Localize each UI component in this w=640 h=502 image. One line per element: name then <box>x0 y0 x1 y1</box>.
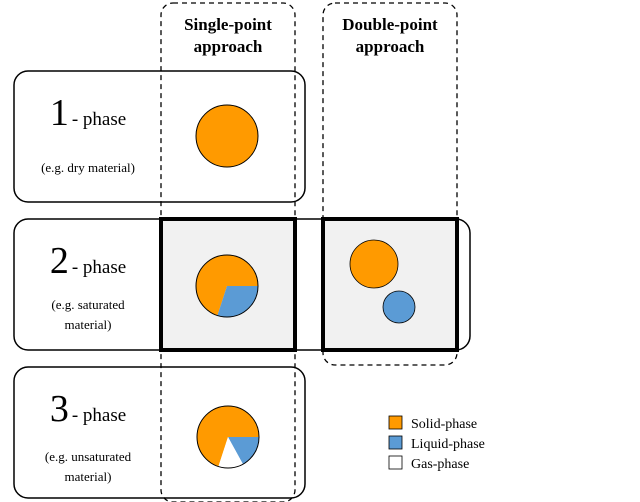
row2-example-line1: (e.g. saturated <box>51 297 125 312</box>
single-point-header-line1: Single-point <box>184 15 272 34</box>
row-box-3phase <box>13 366 306 499</box>
pie-3phase <box>196 405 260 469</box>
row2-title: 2- phase <box>50 240 126 282</box>
single-point-column <box>160 2 296 502</box>
row1-example: (e.g. dry material) <box>41 160 135 175</box>
row1-title: 1- phase <box>50 92 126 134</box>
liquid-circle-double <box>382 290 416 324</box>
double-point-column <box>322 2 458 366</box>
legend-label-liquid: Liquid-phase <box>411 437 485 452</box>
row-box-1phase <box>13 70 306 203</box>
pie-slice-solid <box>195 254 258 316</box>
double-point-header-line1: Double-point <box>342 15 438 34</box>
double-point-header-line2: approach <box>356 37 425 56</box>
pie-2phase <box>195 254 259 318</box>
pie-slice-solid <box>197 405 259 467</box>
legend-label-solid: Solid-phase <box>411 417 477 432</box>
row3-example-line1: (e.g. unsaturated <box>45 449 132 464</box>
legend-label-gas: Gas-phase <box>411 457 469 472</box>
legend-swatch-gas <box>388 455 403 470</box>
pie-slice-gas <box>218 437 243 468</box>
row3-title: 3- phase <box>50 388 126 430</box>
solid-circle-double <box>349 239 399 289</box>
legend-swatch-solid <box>388 415 403 430</box>
pie-slice-liquid <box>217 286 258 317</box>
pie-outline <box>195 254 259 318</box>
legend-swatch-liquid <box>388 435 403 450</box>
pie-outline <box>196 405 260 469</box>
row3-example-line2: material) <box>65 469 112 484</box>
single-point-header-line2: approach <box>194 37 263 56</box>
legend: Solid-phase Liquid-phase Gas-phase <box>388 415 485 472</box>
double-point-panel <box>321 217 459 352</box>
solid-circle-1phase <box>195 104 259 168</box>
row2-example-line2: material) <box>65 317 112 332</box>
